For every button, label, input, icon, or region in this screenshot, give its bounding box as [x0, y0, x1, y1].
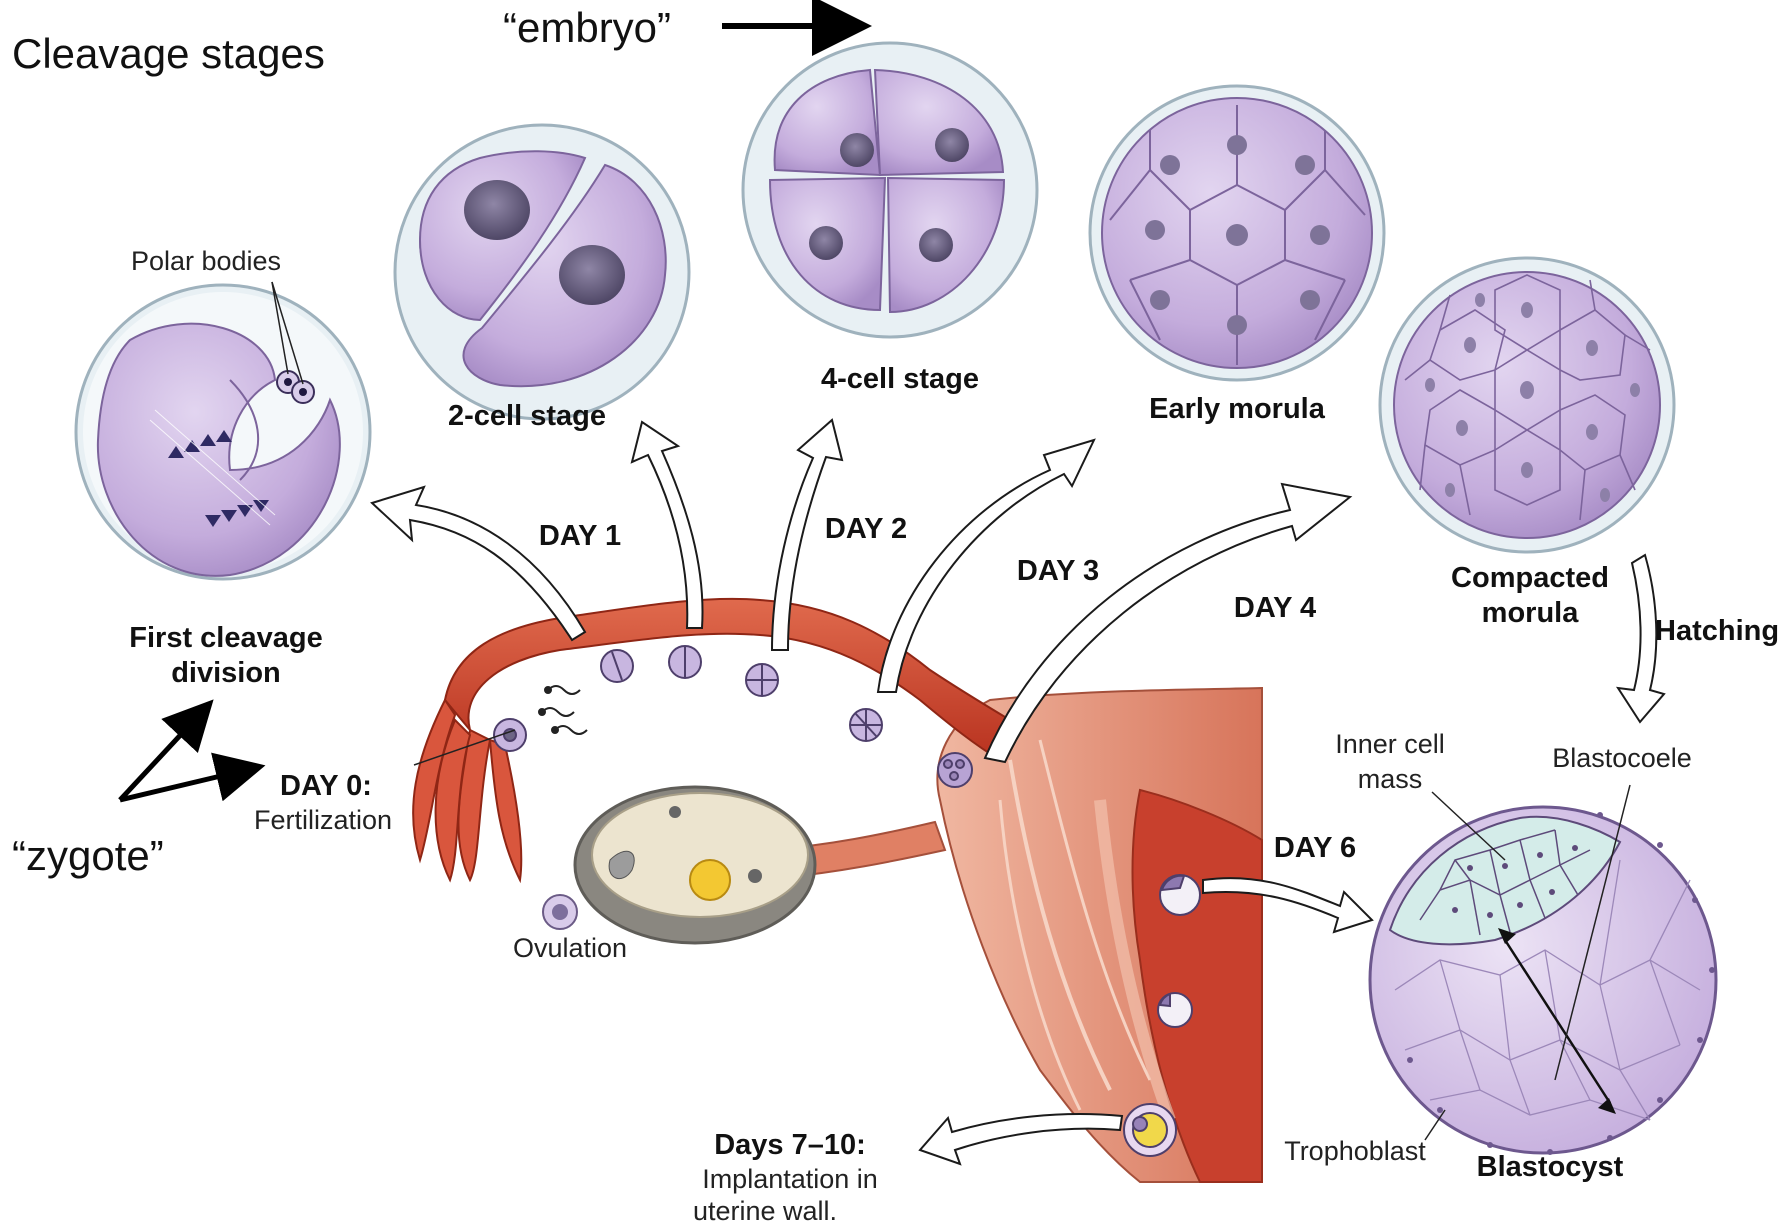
day4-label: DAY 4: [1234, 592, 1316, 624]
day1-label: DAY 1: [539, 520, 621, 552]
nucleus: [840, 133, 874, 167]
blastocoele-label: Blastocoele: [1552, 743, 1692, 773]
first-cleavage-cell: [76, 282, 370, 579]
compacted-morula-label: Compacted: [1451, 562, 1609, 594]
zygote-label: “zygote”: [12, 832, 164, 879]
four-cell-stage-cell: [743, 43, 1037, 337]
ovulation-label: Ovulation: [513, 933, 627, 963]
nucleus: [919, 228, 953, 262]
tube-8cell: [850, 709, 882, 741]
four-cell-label: 4-cell stage: [821, 363, 979, 395]
two-cell-stage-cell: [395, 125, 689, 419]
ovulated-oocyte: [543, 895, 577, 929]
uterus-blastocyst-2: [1158, 993, 1192, 1027]
nucleus: [559, 245, 625, 305]
tube-4cell: [746, 664, 778, 696]
nucleus: [464, 180, 530, 240]
two-cell-label: 2-cell stage: [448, 400, 606, 432]
cleavage-stages-label: Cleavage stages: [12, 30, 325, 77]
early-morula-cell: [1090, 86, 1384, 380]
days-7-10-label: Days 7–10:: [714, 1129, 866, 1161]
trophoblast-label: Trophoblast: [1284, 1136, 1426, 1166]
compacted-morula-label-2: morula: [1482, 597, 1580, 629]
hatching-label: Hatching: [1655, 615, 1779, 647]
day2-label: DAY 2: [825, 513, 907, 545]
first-cleavage-label: First cleavage: [129, 622, 322, 654]
arrow-day0-to-first-cleavage: [372, 487, 585, 640]
day6-label: DAY 6: [1274, 832, 1356, 864]
compacted-morula-cell: [1380, 258, 1674, 552]
embryo-label: “embryo”: [503, 4, 671, 51]
ovary-follicle: [748, 869, 762, 883]
early-morula-label: Early morula: [1149, 393, 1326, 425]
inner-cell-mass-label: Inner cell: [1335, 729, 1445, 759]
nucleus: [809, 226, 843, 260]
implanting-blastocyst: [1124, 1104, 1176, 1156]
uterus-anatomy: [413, 599, 1262, 1182]
inner-cell-mass-label-2: mass: [1358, 764, 1423, 794]
tube-morula: [938, 753, 972, 787]
tube-2cell: [601, 650, 633, 682]
ovary: [575, 787, 815, 943]
blastocyst-label: Blastocyst: [1477, 1151, 1624, 1183]
sperm-cells: [539, 686, 587, 734]
tube-2cell-b: [669, 646, 701, 678]
blastocyst-cell: [1370, 785, 1716, 1155]
first-cleavage-label-2: division: [171, 657, 281, 689]
implantation-label-2: uterine wall.: [693, 1196, 837, 1226]
day3-label: DAY 3: [1017, 555, 1099, 587]
fertilization-label: Fertilization: [254, 805, 392, 835]
day0-label: DAY 0:: [280, 770, 372, 802]
zygote-arrow-up: [120, 714, 200, 800]
ovary-follicle: [669, 806, 681, 818]
implantation-label: Implantation in: [702, 1164, 878, 1194]
corpus-luteum: [690, 860, 730, 900]
arrow-to-2cell: [632, 422, 703, 628]
arrow-implantation: [920, 1114, 1122, 1164]
zygote-arrow-right: [120, 770, 246, 800]
nucleus: [935, 128, 969, 162]
uterus-blastocyst-1: [1160, 875, 1200, 915]
oviduct: [445, 599, 1010, 760]
polar-bodies-label: Polar bodies: [131, 246, 281, 276]
